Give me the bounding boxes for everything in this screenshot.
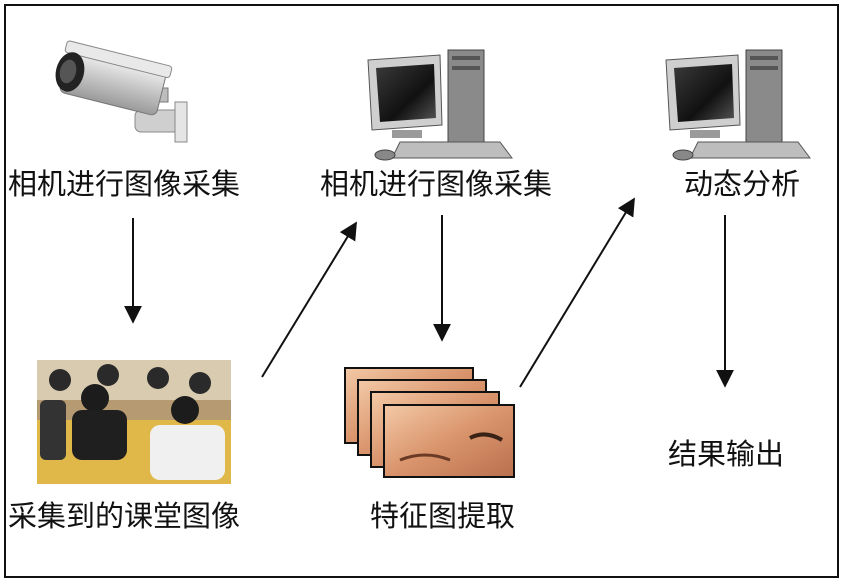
diagram-frame [4, 4, 839, 578]
label-dynamic-analysis: 动态分析 [684, 167, 801, 201]
arrow-image-to-computer [261, 221, 357, 378]
arrow-features-to-analysis [519, 197, 635, 388]
flow-arrows [124, 197, 734, 388]
label-camera-capture: 相机进行图像采集 [8, 167, 241, 201]
desktop-computer-icon [665, 49, 811, 161]
feature-map-stack [344, 367, 515, 478]
label-computer-capture: 相机进行图像采集 [320, 167, 553, 201]
security-camera-icon [55, 40, 188, 143]
label-feature-extraction: 特征图提取 [370, 499, 516, 533]
classroom-photo [37, 360, 231, 484]
desktop-computer-icon [367, 49, 513, 161]
label-classroom-image: 采集到的课堂图像 [8, 499, 241, 533]
label-result-output: 结果输出 [668, 437, 785, 471]
